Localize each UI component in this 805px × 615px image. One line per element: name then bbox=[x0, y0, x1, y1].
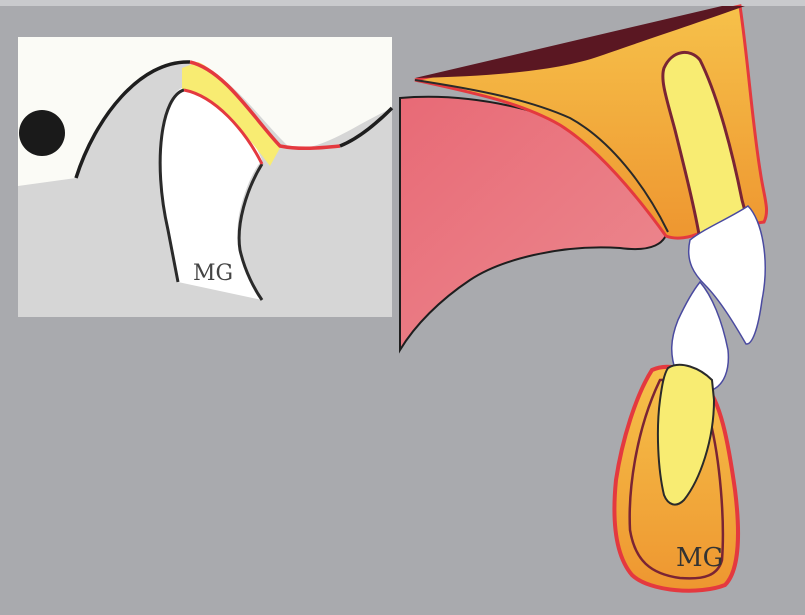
inset-watermark: MG bbox=[193, 261, 233, 286]
inset-detail-panel: MG bbox=[18, 37, 392, 317]
frame-top-edge bbox=[0, 0, 805, 6]
black-dot-icon bbox=[19, 110, 65, 156]
main-watermark: MG bbox=[676, 543, 723, 573]
